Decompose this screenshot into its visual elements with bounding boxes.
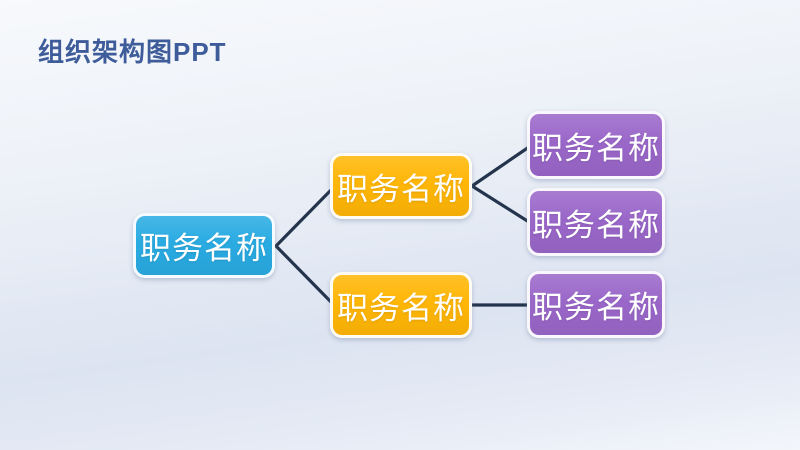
org-node-level2-bottom[interactable]: 职务名称: [330, 272, 472, 338]
slide-title: 组织架构图PPT: [38, 37, 227, 67]
org-node-label: 职务名称: [337, 171, 465, 208]
connector-l2-top-to-l3-top: [470, 145, 531, 188]
org-node-label: 职务名称: [532, 207, 660, 244]
org-node-level3-top[interactable]: 职务名称: [527, 111, 665, 179]
org-node-label: 职务名称: [337, 290, 465, 327]
connector-root-to-l2-bottom: [274, 244, 335, 306]
connector-root-to-l2-top: [274, 186, 335, 248]
org-node-level3-middle[interactable]: 职务名称: [527, 188, 665, 256]
org-node-root[interactable]: 职务名称: [133, 213, 275, 278]
org-node-label: 职务名称: [140, 231, 268, 267]
org-node-label: 职务名称: [532, 130, 660, 167]
org-node-label: 职务名称: [532, 290, 660, 326]
connector-l2-top-to-l3-middle: [470, 184, 531, 224]
org-node-level2-top[interactable]: 职务名称: [330, 153, 472, 219]
org-node-level3-bottom[interactable]: 职务名称: [527, 271, 665, 338]
